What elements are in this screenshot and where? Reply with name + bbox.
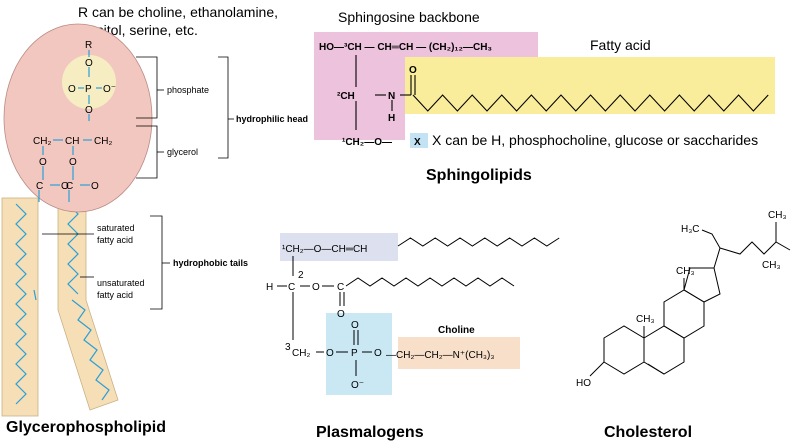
plasmalogen-c2: C xyxy=(288,282,295,293)
label-saturated-2: fatty acid xyxy=(97,235,133,245)
plasmalogen-ch2: CH₂ xyxy=(292,348,310,359)
r-note-line-1: R can be choline, ethanolamine, xyxy=(78,4,278,20)
choline-label: Choline xyxy=(438,325,475,336)
plasmalogens-panel: ¹CH₂—O—CH═CH H C 2 O C O 3 CH₂ O P O O xyxy=(266,233,560,441)
plasmalogen-o-ester: O xyxy=(312,282,320,293)
plasmalogen-o-carbonyl: O xyxy=(337,309,345,320)
sphingosine-bonds xyxy=(355,55,416,130)
label-saturated-1: saturated xyxy=(97,223,135,233)
atom-o-carbonyl-1: O xyxy=(61,181,69,192)
ring-a xyxy=(603,325,645,375)
plasmalogen-o-link-1: O xyxy=(326,348,334,359)
atom-ch2-right: CH₂ xyxy=(94,136,112,147)
atom-o-ester-1: O xyxy=(39,157,47,168)
saturated-tail-box xyxy=(1,197,39,417)
label-unsaturated-1: unsaturated xyxy=(97,278,145,288)
atom-h: H xyxy=(388,113,395,124)
plasmalogen-num-3: 3 xyxy=(285,342,291,353)
unsaturated-chain-lower xyxy=(71,299,110,401)
label-hydrophobic-tails: hydrophobic tails xyxy=(173,258,248,268)
label-unsaturated-2: fatty acid xyxy=(97,290,133,300)
plasmalogen-h: H xyxy=(266,282,273,293)
atom-o-minus: O⁻ xyxy=(103,84,116,95)
cholesterol-ch3-c18: CH₃ xyxy=(676,266,695,277)
atom-x: X xyxy=(414,137,421,148)
plasmalogen-vinyl-chain xyxy=(397,237,560,247)
ring-d xyxy=(683,267,721,303)
sphingosine-top-formula: HO—³CH — CH═CH — (CH₂)₁₂—CH₃ xyxy=(319,42,492,53)
sphingosine-backbone-box xyxy=(314,32,538,140)
atom-2ch: ²CH xyxy=(337,91,355,102)
glycerophospholipid-panel: R can be choline, ethanolamine, inositol… xyxy=(1,4,308,436)
atom-o-ester-2: O xyxy=(69,157,77,168)
label-phosphate: phosphate xyxy=(167,85,209,95)
cholesterol-ho: HO xyxy=(576,378,591,389)
ring-c xyxy=(663,289,705,339)
caption-sphingolipids: Sphingolipids xyxy=(426,167,532,184)
plasmalogen-p: P xyxy=(351,348,358,359)
caption-glycerophospholipid: Glycerophospholipid xyxy=(6,419,166,436)
label-hydrophilic-head: hydrophilic head xyxy=(236,114,308,124)
fatty-acid-label: Fatty acid xyxy=(590,37,651,53)
plasmalogen-phosphate-box xyxy=(326,313,392,395)
head-brackets xyxy=(42,56,234,310)
ring-b xyxy=(643,325,685,375)
atom-n: N xyxy=(388,91,395,102)
atom-c-2: C xyxy=(66,181,73,192)
caption-plasmalogens: Plasmalogens xyxy=(316,424,424,441)
label-glycerol: glycerol xyxy=(167,147,198,157)
atom-c-1: C xyxy=(36,181,43,192)
cholesterol-panel: CH₃ CH₃ H₃C CH₃ CH₃ HO Cholesterol xyxy=(576,210,791,441)
atom-p: P xyxy=(85,84,92,95)
head-bonds xyxy=(38,50,102,202)
unsaturated-chain-upper xyxy=(67,203,79,295)
saturated-chain xyxy=(15,203,27,405)
plasmalogen-bonds xyxy=(277,256,372,376)
ho-bond xyxy=(589,361,605,377)
cholesterol-ch3-c19: CH₃ xyxy=(636,314,655,325)
atom-o-carbonyl: O xyxy=(409,65,417,76)
atom-o-left: O xyxy=(68,84,76,95)
cholesterol-h3c: H₃C xyxy=(681,224,700,235)
cholesterol-ch3-bottom-right: CH₃ xyxy=(762,260,781,271)
plasmalogen-o-minus: O⁻ xyxy=(351,380,364,391)
atom-ch2-left: CH₂ xyxy=(33,136,51,147)
atom-o-top: O xyxy=(85,58,93,69)
plasmalogen-ester-chain xyxy=(345,277,515,287)
plasmalogen-c-ester: C xyxy=(337,282,344,293)
fatty-acid-box xyxy=(405,57,775,114)
plasmalogen-vinyl-box xyxy=(280,233,398,261)
plasmalogen-choline-box xyxy=(398,337,520,369)
choline-formula: —CH₂—CH₂—N⁺(CH₃)₃ xyxy=(386,350,494,361)
cholesterol-ch3-right: CH₃ xyxy=(768,210,787,221)
atom-o-carbonyl-2: O xyxy=(91,181,99,192)
side-chain xyxy=(719,241,791,255)
sphingolipid-fatty-acid-chain xyxy=(412,94,769,112)
side-chain-start xyxy=(701,229,721,269)
head-ellipse xyxy=(3,23,153,213)
plasmalogen-o-top: O xyxy=(351,320,359,331)
sphingolipids-panel: Sphingosine backbone Fatty acid HO—³CH —… xyxy=(314,9,775,184)
plasmalogen-o-link-2: O xyxy=(374,348,382,359)
atom-bottom-ch2o: ¹CH₂—O— xyxy=(342,137,392,148)
atom-ch: CH xyxy=(65,136,79,147)
cis-double-bond-mark xyxy=(33,289,37,301)
c5-c6-double-bond xyxy=(647,363,665,375)
caption-cholesterol: Cholesterol xyxy=(604,424,692,441)
x-group-box xyxy=(410,133,428,148)
plasmalogen-num-2: 2 xyxy=(298,270,304,281)
x-note: X can be H, phosphocholine, glucose or s… xyxy=(432,132,758,148)
atom-r: R xyxy=(85,40,92,51)
phosphate-circle xyxy=(62,55,116,109)
sphingosine-backbone-label: Sphingosine backbone xyxy=(338,9,480,25)
atom-o-bottom: O xyxy=(85,105,93,116)
plasmalogen-row1: ¹CH₂—O—CH═CH xyxy=(282,244,367,255)
cholesterol-rings xyxy=(589,222,791,377)
